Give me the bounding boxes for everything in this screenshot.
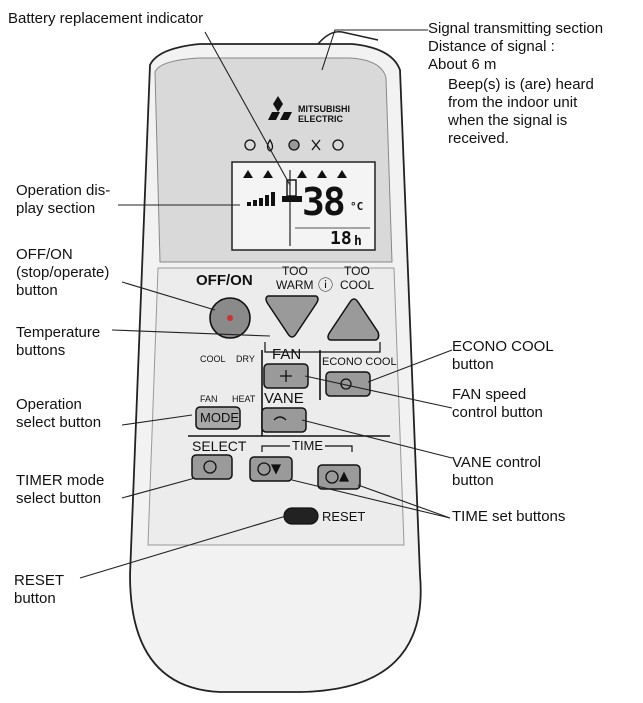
mitsubishi-logo-icon [268, 96, 292, 120]
too-warm-label-2: WARM [276, 278, 314, 292]
mode-button[interactable]: MODE [200, 410, 239, 425]
label-temperature-buttons: Temperature buttons [16, 324, 101, 359]
heat-mode-label: HEAT [232, 394, 256, 404]
too-cool-label-2: COOL [340, 278, 375, 292]
label-operation-display: Operation dis- play section [16, 182, 111, 217]
timer-icon [203, 460, 217, 474]
too-cool-button-shape [327, 298, 380, 341]
reset-button-shape [283, 507, 319, 525]
vane-icon [273, 416, 287, 421]
reset-label: RESET [322, 509, 366, 524]
vane-button-shape [261, 407, 307, 433]
offon-button[interactable] [210, 298, 250, 338]
vane-button[interactable] [262, 408, 306, 432]
label-time-set: TIME set buttons [452, 508, 566, 525]
fan-button[interactable] [264, 364, 308, 388]
label-fan-speed: FAN speed control button [452, 386, 543, 421]
brand-name: MITSUBISHI [298, 104, 351, 114]
signal-window [317, 31, 379, 45]
too-cool-button[interactable] [328, 298, 380, 340]
select-button[interactable] [192, 455, 232, 479]
mode-button-shape [195, 406, 241, 430]
too-warm-label-1: TOO [282, 264, 308, 278]
vane-label: VANE [264, 390, 304, 407]
brand-name-2: ELECTRIC [298, 114, 343, 124]
fan-icon [280, 370, 292, 382]
leader-lines [79, 29, 453, 579]
too-cool-label-1: TOO [344, 264, 370, 278]
offon-label: OFF/ON [196, 272, 253, 289]
label-beep: Beep(s) is (are) heard from the indoor u… [448, 76, 594, 147]
time-up-button[interactable] [318, 465, 360, 489]
cool-mode-label: COOL [200, 354, 226, 364]
label-econo-cool: ECONO COOL button [452, 338, 554, 373]
label-reset-button: RESET button [14, 572, 65, 607]
fan-label: FAN [272, 346, 302, 363]
time-label: TIME [290, 438, 326, 453]
lcd-temperature: 38 [302, 180, 346, 224]
lcd-fan-bars [247, 192, 275, 206]
lcd-temperature-unit: °C [350, 200, 364, 213]
too-warm-button-shape [265, 295, 319, 338]
reset-button[interactable] [284, 508, 318, 524]
fan-mode-label: FAN [200, 394, 218, 404]
select-button-shape [191, 454, 233, 480]
label-operation-select: Operation select button [16, 396, 102, 431]
econo-cool-button[interactable] [326, 372, 370, 396]
label-timer-mode: TIMER mode select button [16, 472, 105, 507]
dry-mode-label: DRY [236, 354, 255, 364]
label-battery-indicator: Battery replacement indicator [8, 10, 204, 27]
label-vane-control: VANE control button [452, 454, 541, 489]
select-label: SELECT [192, 438, 247, 454]
time-down-button[interactable] [250, 457, 292, 481]
time-up-button-shape [317, 464, 361, 490]
econo-cool-label: ECONO COOL [322, 356, 397, 368]
time-down-button-shape [249, 456, 293, 482]
too-warm-button[interactable] [266, 296, 318, 338]
info-icon: ⓘ [318, 277, 334, 294]
econo-cool-button-shape [325, 371, 371, 397]
label-offon-button: OFF/ON (stop/operate) button [16, 246, 110, 299]
lcd-hours-unit: h [354, 234, 362, 249]
label-signal-section: Signal transmitting section Distance of … [428, 20, 604, 73]
lcd-indicators [243, 170, 347, 178]
lcd-hours: 18 [330, 228, 352, 249]
